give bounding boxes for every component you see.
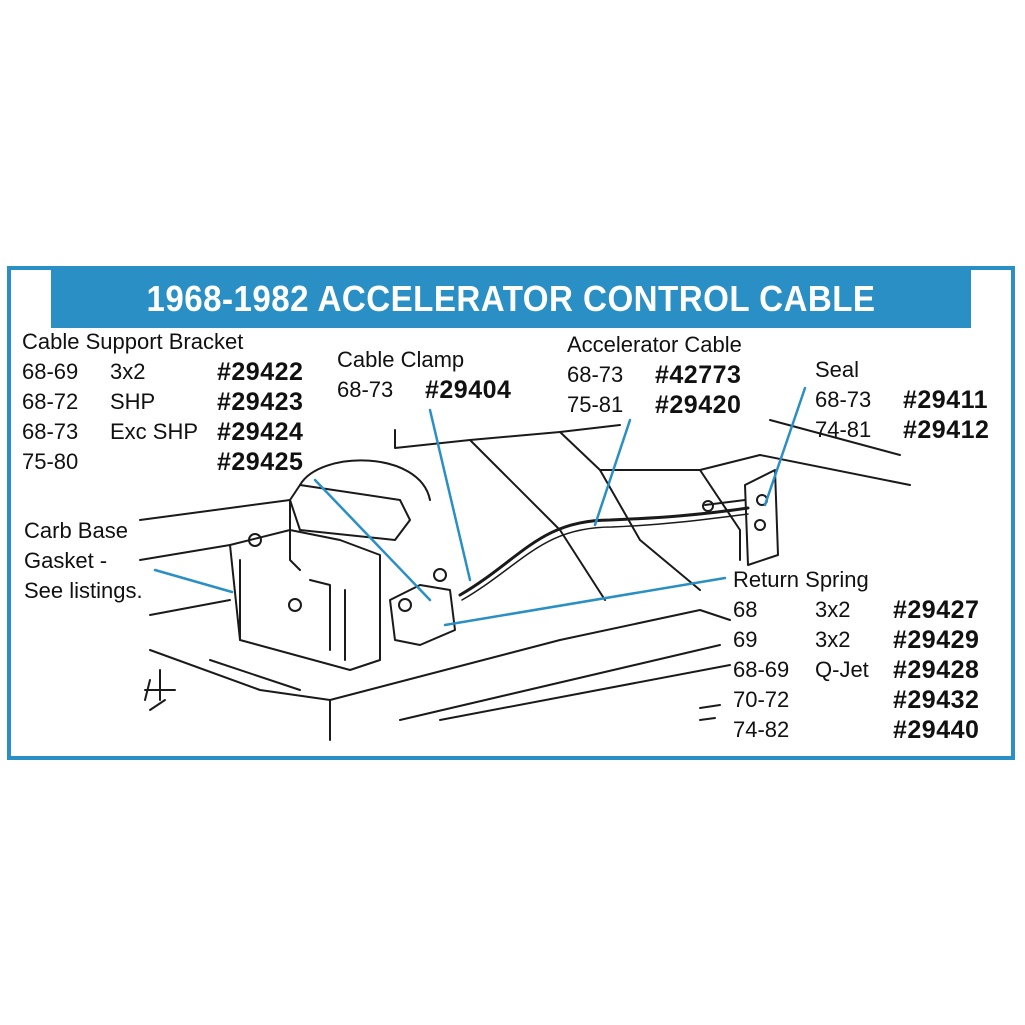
cowl-right <box>759 454 911 486</box>
firewall-plate <box>744 469 779 566</box>
firewall-top <box>559 431 761 471</box>
leader-cable-clamp <box>428 408 472 582</box>
fender-line-3 <box>149 599 231 616</box>
rocker-edge <box>559 609 731 641</box>
valve-cover-edge <box>399 644 721 721</box>
clamp-bolt <box>433 568 447 582</box>
seal-title: Seal <box>815 357 860 382</box>
list-item: 68-73#29404 <box>337 376 512 404</box>
leader-accelerator-cable <box>593 418 632 527</box>
return-spring-title: Return Spring <box>733 567 869 592</box>
cable-clamp-callout: Cable Clamp 68-73#29404 <box>337 345 537 405</box>
corner-mark <box>144 669 176 711</box>
accelerator-cable <box>458 506 750 597</box>
carb-air-horn <box>289 484 411 541</box>
carb-gasket-line-1: Carb Base <box>24 518 128 543</box>
frame-rail <box>149 639 561 701</box>
throttle-linkage <box>389 584 456 646</box>
carb-air-cleaner-ring <box>299 459 431 501</box>
diagram-frame: 1968-1982 ACCELERATOR CONTROL CABLE <box>7 266 1015 760</box>
list-item: 68-73#42773 <box>567 361 742 389</box>
seal-callout: Seal 68-73#29411 74-81#29412 <box>815 355 1010 445</box>
manifold-rib-1 <box>309 579 331 651</box>
cable-clamp-title: Cable Clamp <box>337 347 465 372</box>
accelerator-cable-outline <box>461 513 749 601</box>
manifold-bolt-2 <box>288 598 302 612</box>
carb-left-edge <box>289 499 301 571</box>
carb-gasket-line-3: See listings. <box>24 578 143 603</box>
list-item: 74-81#29412 <box>815 416 990 444</box>
fender-line-1 <box>139 499 291 521</box>
accelerator-cable-title: Accelerator Cable <box>567 332 742 357</box>
bolt-shaft <box>704 499 746 506</box>
carb-gasket-callout: Carb Base Gasket - See listings. <box>24 516 174 606</box>
leader-seal <box>763 386 807 507</box>
carb-gasket-line-2: Gasket - <box>24 548 108 573</box>
plate-bolt-2 <box>754 519 766 531</box>
accelerator-cable-callout: Accelerator Cable 68-73#42773 75-81#2942… <box>567 330 777 420</box>
leader-return-spring <box>443 576 727 627</box>
bolt-head <box>702 500 714 512</box>
cowl-edge <box>394 424 621 449</box>
list-item: 68-73#29411 <box>815 386 989 414</box>
list-item: 75-81#29420 <box>567 391 742 419</box>
support-bracket-title: Cable Support Bracket <box>22 329 244 354</box>
intake-manifold <box>229 529 381 671</box>
firewall-vertical <box>699 469 741 561</box>
valve-cover-edge-2 <box>439 664 731 721</box>
dash-marks <box>699 704 721 721</box>
leader-carb-gasket <box>153 568 234 594</box>
linkage-pivot <box>398 598 412 612</box>
diagram-title: 1968-1982 ACCELERATOR CONTROL CABLE <box>51 270 971 328</box>
list-item: 70-72#29432 <box>733 686 980 714</box>
fender-line-2 <box>139 544 231 561</box>
firewall-crease <box>599 469 701 591</box>
leader-support-bracket <box>313 478 432 602</box>
manifold-bolt <box>248 533 262 547</box>
list-item: 74-82#29440 <box>733 716 980 744</box>
frame-inner <box>209 659 301 691</box>
firewall-left-edge <box>469 439 606 601</box>
list-item: 75-80#29425 <box>22 448 304 476</box>
